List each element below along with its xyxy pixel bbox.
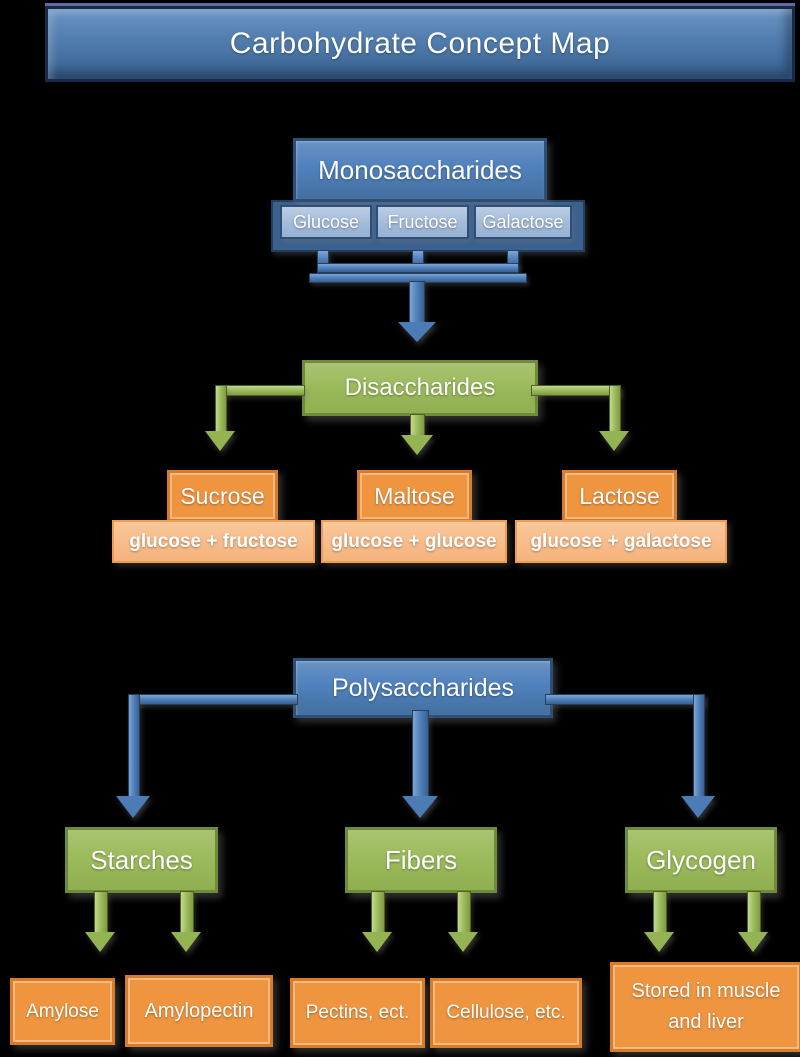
amylopectin-label: Amylopectin <box>144 999 254 1022</box>
fructose-box: Fructose <box>376 205 469 239</box>
amylose-box: Amylose <box>10 978 115 1045</box>
lactose-box: Lactose <box>562 470 677 522</box>
amylose-label: Amylose <box>26 1000 99 1022</box>
poly-branch-middle-arrowhead-icon <box>402 796 438 818</box>
title-bar: Carbohydrate Concept Map <box>45 6 795 82</box>
lactose-composition-box: glucose + galactose <box>515 520 727 563</box>
fibers-arrow1-head-icon <box>362 932 392 952</box>
poly-branch-left-vline <box>128 694 140 799</box>
lactose-composition-label: glucose + galactose <box>530 530 712 552</box>
sucrose-label: Sucrose <box>180 482 265 509</box>
cellulose-box: Cellulose, etc. <box>430 978 582 1048</box>
maltose-composition-label: glucose + glucose <box>331 530 497 552</box>
poly-branch-right-hline <box>545 694 705 705</box>
polysaccharides-label: Polysaccharides <box>331 673 515 702</box>
poly-branch-middle-stem <box>412 710 429 800</box>
glycogen-label: Glycogen <box>646 844 756 875</box>
page-title: Carbohydrate Concept Map <box>229 27 611 60</box>
di-branch-right-arrowhead-icon <box>599 431 629 451</box>
poly-branch-left-arrowhead-icon <box>116 796 150 818</box>
disaccharides-label: Disaccharides <box>344 374 496 401</box>
glucose-box: Glucose <box>280 205 372 239</box>
di-branch-middle-arrowhead-icon <box>401 435 433 455</box>
polysaccharides-box: Polysaccharides <box>293 658 553 718</box>
starches-arrow1-head-icon <box>85 932 115 952</box>
di-branch-right-hline <box>531 385 621 396</box>
glycogen-arrow2-stem <box>747 891 761 935</box>
mono-connector-bar-upper <box>317 263 519 273</box>
starches-label: Starches <box>90 844 193 875</box>
sucrose-composition-label: glucose + fructose <box>129 530 298 552</box>
monosaccharides-box: Monosaccharides <box>293 138 547 202</box>
sucrose-box: Sucrose <box>167 470 278 522</box>
starches-box: Starches <box>65 827 218 893</box>
poly-branch-right-arrowhead-icon <box>681 796 715 818</box>
maltose-composition-box: glucose + glucose <box>321 520 507 563</box>
di-branch-left-vline <box>215 385 227 434</box>
fibers-arrow2-stem <box>457 891 471 935</box>
fibers-box: Fibers <box>345 827 497 893</box>
lactose-label: Lactose <box>579 482 660 509</box>
glycogen-storage-box: Stored in muscle and liver <box>610 962 800 1052</box>
mono-to-di-arrow-stem <box>409 281 425 325</box>
starches-arrow2-stem <box>180 891 194 935</box>
di-branch-left-arrowhead-icon <box>205 431 235 451</box>
fibers-arrow2-head-icon <box>448 932 478 952</box>
glycogen-arrow2-head-icon <box>738 932 768 952</box>
di-branch-left-hline <box>215 385 305 396</box>
glycogen-arrow1-head-icon <box>644 932 674 952</box>
poly-branch-right-vline <box>693 694 705 799</box>
maltose-label: Maltose <box>374 482 455 509</box>
pectins-box: Pectins, ect. <box>290 978 425 1048</box>
monosaccharides-label: Monosaccharides <box>318 154 522 185</box>
galactose-box: Galactose <box>474 205 572 239</box>
galactose-label: Galactose <box>482 211 564 232</box>
glycogen-box: Glycogen <box>625 827 777 893</box>
maltose-box: Maltose <box>357 470 472 522</box>
pectins-label: Pectins, ect. <box>305 1002 410 1023</box>
amylopectin-box: Amylopectin <box>125 975 273 1047</box>
starches-arrow1-stem <box>94 891 108 935</box>
fibers-label: Fibers <box>384 844 458 875</box>
starches-arrow2-head-icon <box>171 932 201 952</box>
poly-branch-left-hline <box>128 694 298 705</box>
glycogen-storage-label: Stored in muscle and liver <box>631 980 781 1033</box>
disaccharides-box: Disaccharides <box>302 360 538 416</box>
fibers-arrow1-stem <box>371 891 385 935</box>
sucrose-composition-box: glucose + fructose <box>112 520 315 563</box>
di-branch-right-vline <box>609 385 621 434</box>
cellulose-label: Cellulose, etc. <box>446 1002 566 1023</box>
title-top-strip <box>45 3 795 8</box>
glycogen-arrow1-stem <box>653 891 667 935</box>
fructose-label: Fructose <box>387 211 458 232</box>
mono-to-di-arrowhead-icon <box>398 322 436 342</box>
glucose-label: Glucose <box>292 211 360 232</box>
